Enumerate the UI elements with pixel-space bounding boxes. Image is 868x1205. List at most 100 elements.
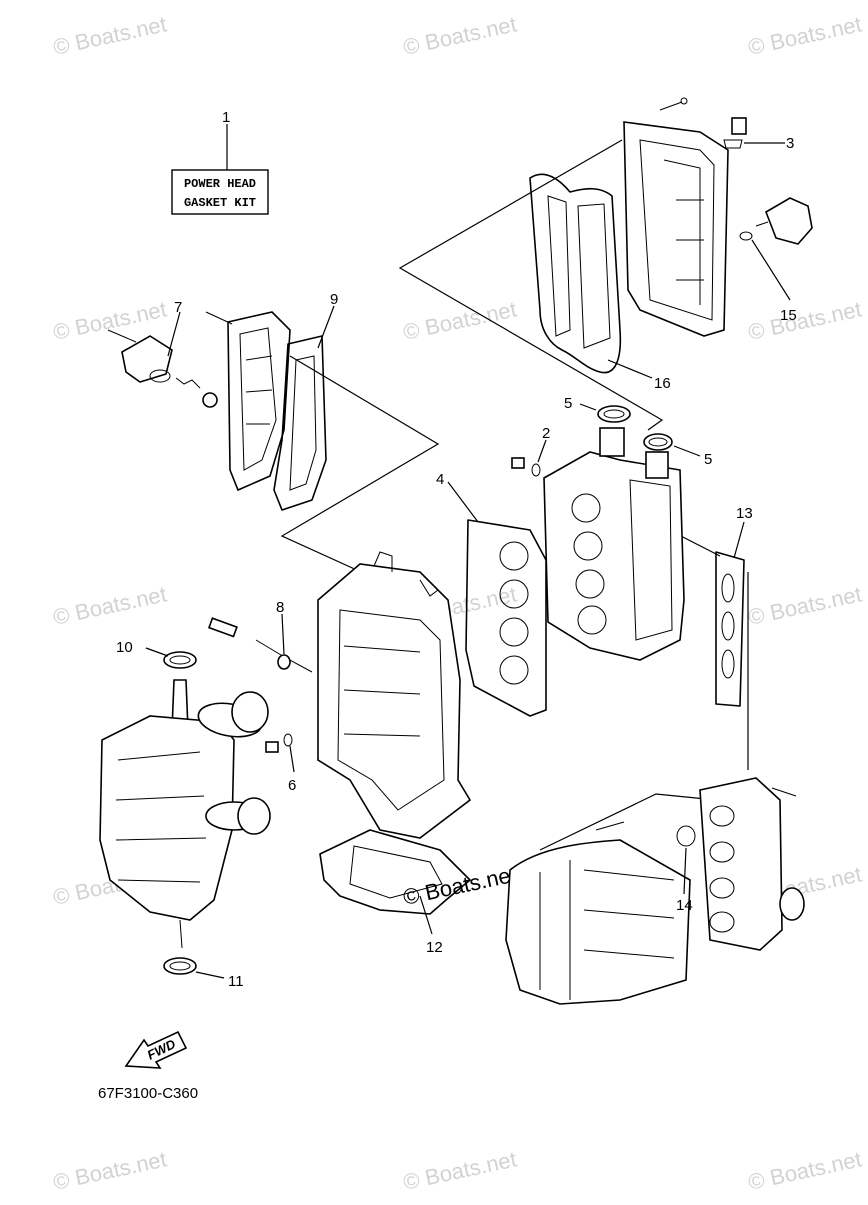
leader-line: [281, 613, 285, 655]
combustion-chamber: [573, 531, 603, 561]
callout-number: 5: [564, 395, 572, 412]
callout-number: 3: [786, 135, 794, 152]
thermostat-cover: [121, 335, 173, 383]
head-rib: [629, 479, 673, 641]
crankshaft-lower: [179, 919, 183, 949]
callout-number: 5: [704, 451, 712, 468]
gasket-kit-line2: GASKET KIT: [184, 196, 256, 210]
combustion-chamber: [577, 605, 607, 635]
thermostat-gasket: [149, 369, 171, 383]
head-cover-gasket-inner: [577, 203, 611, 349]
exhaust-port: [721, 649, 735, 679]
drain-bolt: [265, 741, 279, 753]
callout-number: 11: [228, 973, 244, 990]
callout-number: 2: [542, 425, 550, 442]
intake-port: [709, 911, 735, 933]
o-ring: [676, 825, 696, 847]
callout-number: 9: [330, 291, 338, 308]
bolt: [659, 101, 683, 111]
head-cover-rib: [663, 159, 701, 305]
watermark-text: © Boats.net: [746, 1146, 864, 1194]
cover-gasket-inner: [289, 355, 317, 491]
oil-pan-gasket-group: [319, 829, 471, 935]
callout-number: 14: [676, 897, 693, 914]
gasket-bore: [499, 655, 529, 685]
head-cover-rib: [639, 139, 715, 321]
bolt-head: [680, 97, 688, 105]
callout-number: 6: [288, 777, 296, 794]
exhaust-port: [721, 611, 735, 641]
leader-line: [537, 439, 547, 463]
cover-rib: [245, 355, 273, 425]
oil-seal-bottom: [163, 957, 197, 975]
oil-seal-inner: [648, 437, 668, 447]
piston: [231, 691, 269, 733]
head-cover: [623, 121, 729, 337]
watermark-text: © Boats.net: [746, 11, 864, 59]
leader-line: [733, 521, 745, 559]
block-boss: [419, 579, 439, 597]
oil-pan-gasket-inner: [349, 845, 443, 899]
gasket-bore: [499, 617, 529, 647]
callout-number: 8: [276, 599, 284, 616]
callout-number: 4: [436, 471, 444, 488]
callout-number: 1: [222, 109, 230, 126]
leader-line: [419, 895, 433, 935]
watermark-text: © Boats.net: [401, 1146, 519, 1194]
leader-line: [289, 745, 295, 773]
cover-gasket: [273, 335, 327, 511]
callout-number: 12: [426, 939, 443, 956]
oil-seal: [597, 405, 631, 423]
thermostat-group: [107, 305, 335, 511]
exhaust-gasket-group: [715, 521, 745, 707]
head-cover-rib: [676, 199, 704, 281]
leader-line: [447, 481, 479, 523]
drain-bolt: [511, 457, 525, 469]
leader-line: [751, 239, 791, 301]
cylinder-head-cover-group: [529, 97, 813, 379]
intake-manifold-group: [505, 777, 805, 1005]
piston: [237, 797, 271, 835]
oil-seal-top: [163, 651, 197, 669]
combustion-chamber: [571, 493, 601, 523]
bolt: [595, 821, 625, 831]
sensor: [207, 617, 238, 638]
camshaft-boss: [599, 427, 625, 457]
watermark-text: © Boats.net: [401, 296, 519, 344]
leader-line: [167, 311, 181, 357]
callout-number: 16: [654, 375, 671, 392]
sensor-stem: [755, 221, 769, 227]
gasket-bore: [499, 541, 529, 571]
exhaust-port: [721, 573, 735, 603]
water-jacket-cover: [227, 311, 291, 492]
combustion-chamber: [575, 569, 605, 599]
crankcase-group: [99, 647, 271, 979]
leader-line: [607, 359, 653, 379]
block-wall: [337, 609, 445, 811]
watermark-text: © Boats.net: [51, 11, 169, 59]
cylinder-head-group: [447, 403, 701, 717]
oil-seal-inner: [603, 409, 625, 419]
leader-line: [673, 445, 701, 457]
gasket-kit-label: POWER HEAD GASKET KIT: [171, 124, 269, 215]
intake-port: [709, 877, 735, 899]
callout-number: 10: [116, 639, 133, 656]
watermark-text: © Boats.net: [746, 296, 864, 344]
watermark-text: © Boats.net: [51, 1146, 169, 1194]
silencer-rib: [583, 869, 675, 959]
leader-line: [317, 305, 335, 349]
callout-numbers: 1 2 3 4 5 5 6 7 8 9 10 11 12 13 14 15 16: [116, 109, 797, 990]
diagram-code: 67F3100-C360: [98, 1085, 198, 1102]
throttle-body: [779, 887, 805, 921]
crankcase-rib: [115, 751, 207, 883]
assembly-line: [398, 139, 664, 431]
bolt: [107, 329, 137, 343]
leader-line: [579, 403, 597, 411]
gasket-kit-box: [171, 169, 269, 215]
silencer-rib: [539, 860, 571, 1000]
o-ring: [739, 231, 753, 241]
fwd-arrow: FWD: [124, 1030, 188, 1069]
oil-seal: [643, 433, 673, 451]
